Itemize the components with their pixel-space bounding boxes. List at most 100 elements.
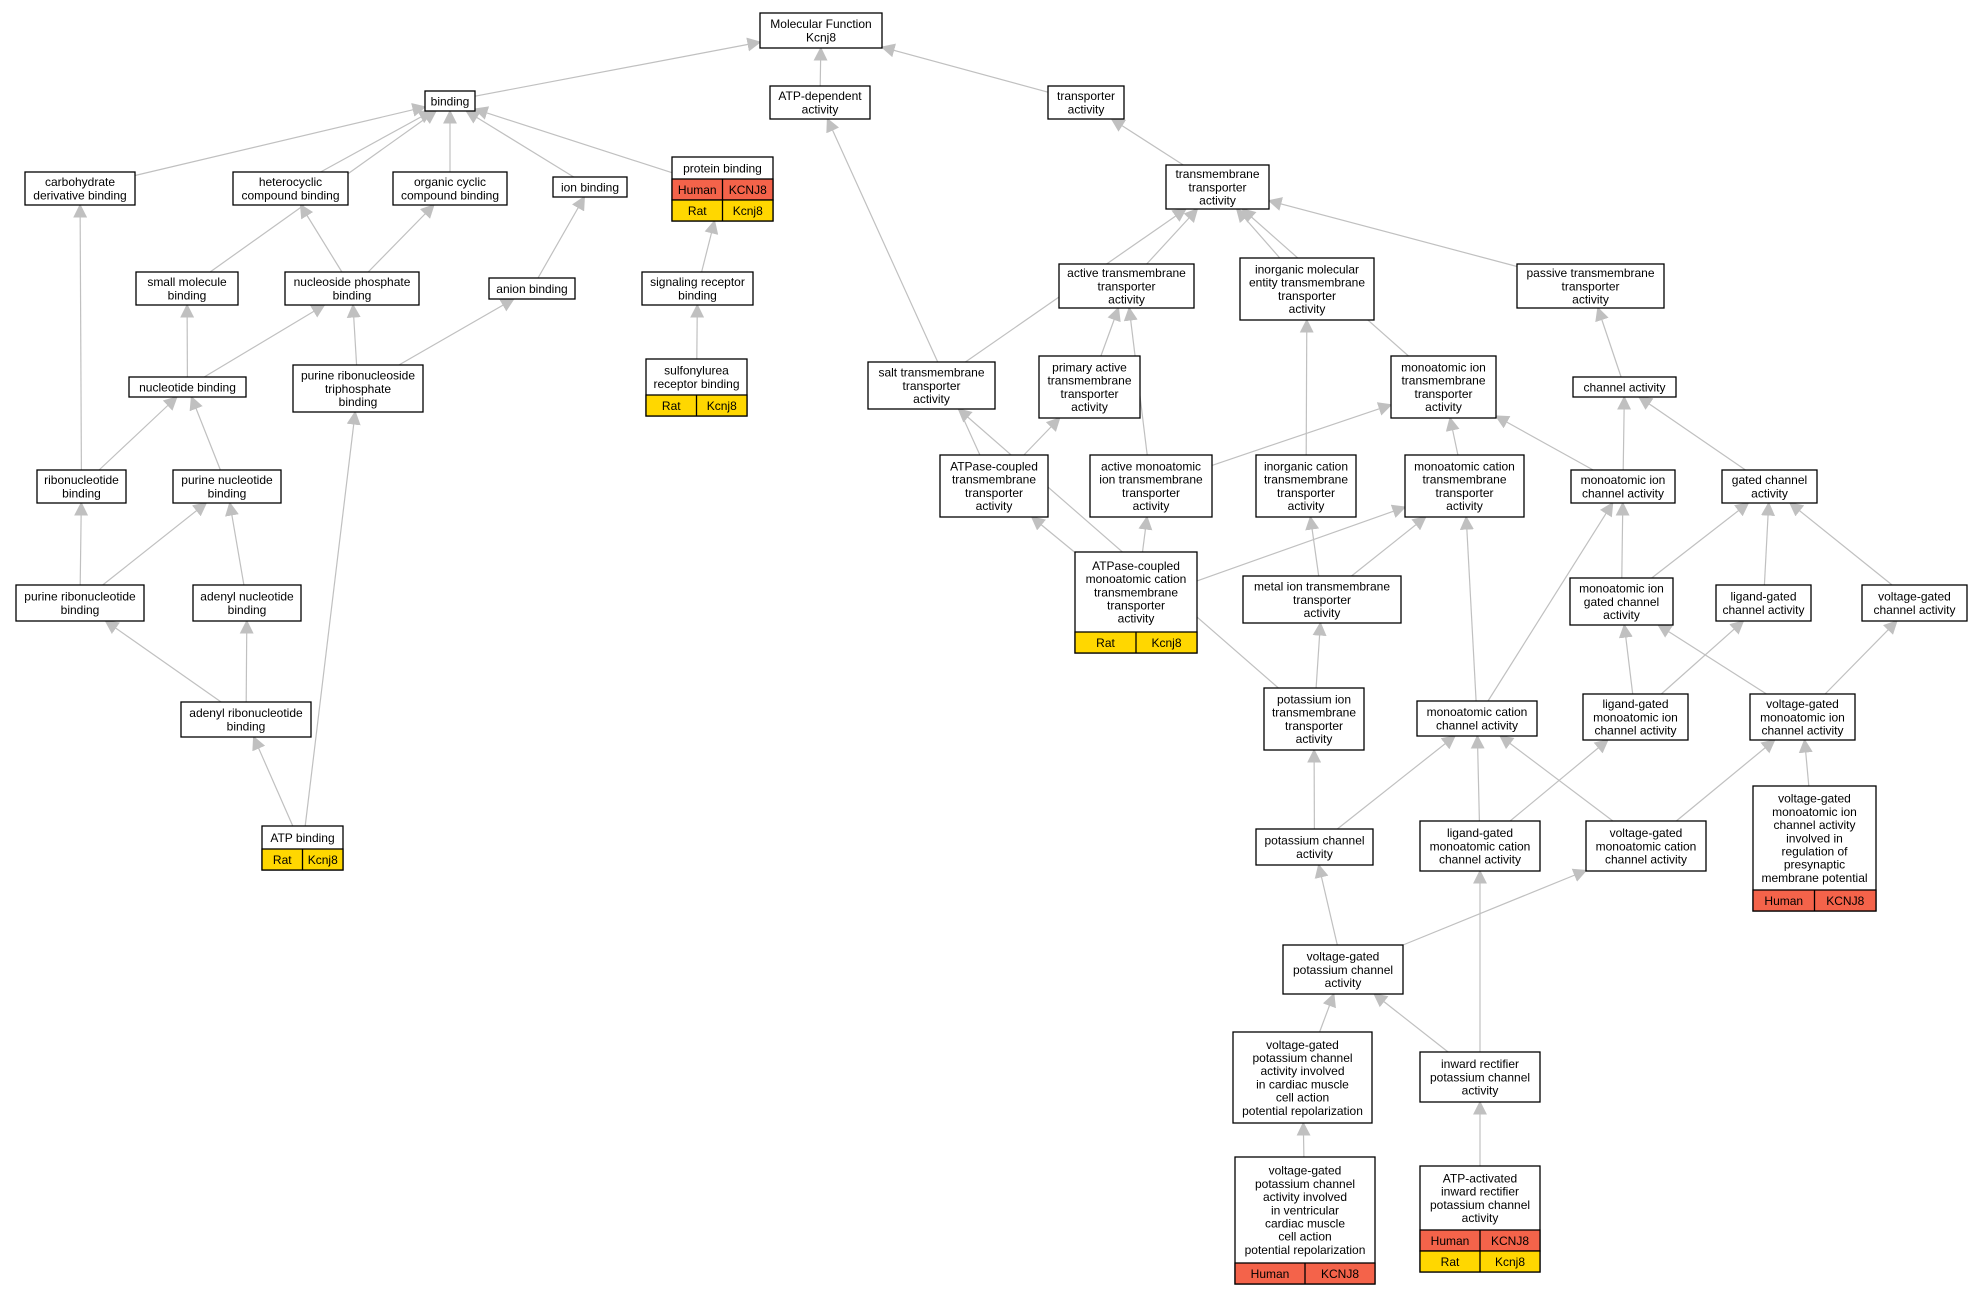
node-metalion[interactable]: metal ion transmembranetransporteractivi… xyxy=(1242,575,1402,624)
node-label-line: carbohydrate xyxy=(45,175,115,189)
node-label-line: active transmembrane xyxy=(1067,266,1186,280)
gene-symbol: Kcnj8 xyxy=(733,204,763,218)
species-name: Rat xyxy=(1096,636,1115,650)
node-ion[interactable]: ion binding xyxy=(552,176,628,198)
node-label-line: potential repolarization xyxy=(1242,1104,1363,1118)
node-inorgcation[interactable]: inorganic cationtransmembranetransporter… xyxy=(1255,454,1357,518)
node-label-line: transporter xyxy=(1414,387,1472,401)
node-label-line: cardiac muscle xyxy=(1265,1217,1345,1231)
edge-purribonuc-to-purinenuc xyxy=(102,502,208,586)
node-channel[interactable]: channel activity xyxy=(1572,376,1677,398)
node-label-line: monoatomic cation xyxy=(1427,705,1528,719)
gene-symbol: KCNJ8 xyxy=(1491,1234,1529,1248)
node-label-line: Kcnj8 xyxy=(806,30,836,44)
edge-ribonuc-to-nucleotide xyxy=(98,396,178,471)
node-label-line: transmembrane xyxy=(952,473,1036,487)
node-label-line: channel activity xyxy=(1605,853,1687,867)
node-monocationtmt[interactable]: monoatomic cationtransmembranetransporte… xyxy=(1404,454,1525,518)
node-label-line: binding xyxy=(339,395,378,409)
node-box xyxy=(1569,577,1674,626)
node-label-line: ATPase-coupled xyxy=(1092,559,1180,573)
node-binding[interactable]: binding xyxy=(424,90,476,112)
node-label-line: receptor binding xyxy=(653,377,739,391)
node-label-line: transporter xyxy=(1435,486,1493,500)
edge-potchan-to-monocationchan xyxy=(1336,735,1456,830)
node-label-line: inorganic molecular xyxy=(1255,263,1359,277)
node-box xyxy=(1239,257,1375,321)
node-anion[interactable]: anion binding xyxy=(488,277,576,300)
node-label-line: purine nucleotide xyxy=(181,473,273,487)
node-box xyxy=(192,584,302,622)
node-nucleotide[interactable]: nucleotide binding xyxy=(128,376,247,398)
edge-voltcardiac-to-voltpot xyxy=(1319,992,1336,1033)
node-monoiontmt[interactable]: monoatomic iontransmembranetransporterac… xyxy=(1390,355,1497,419)
node-box xyxy=(1165,164,1270,210)
node-label-line: purine ribonucleoside xyxy=(301,369,415,383)
node-box xyxy=(939,454,1049,518)
edge-atpdep-to-mf xyxy=(813,46,828,87)
node-atpasecoupled[interactable]: ATPase-coupledtransmembranetransporterac… xyxy=(939,454,1049,518)
gene-symbol: Kcnj8 xyxy=(308,853,338,867)
edge-monoionchan-to-monoiontmt xyxy=(1494,415,1594,471)
species-name: Human xyxy=(1251,1267,1290,1281)
node-label-line: activity xyxy=(1289,302,1326,316)
species-name: Rat xyxy=(1441,1255,1460,1269)
node-box xyxy=(1255,828,1374,866)
edge-voltmonocation-to-voltmonoion xyxy=(1675,739,1776,822)
node-label-line: activity xyxy=(1133,499,1170,513)
node-potassiumtmt[interactable]: potassium iontransmembranetransporteract… xyxy=(1263,687,1365,751)
edge-voltpot-to-voltmonocation xyxy=(1402,868,1588,946)
node-label-line: transporter xyxy=(1285,719,1343,733)
edge-monoiongated-to-monoionchan xyxy=(1615,501,1630,579)
node-primactive[interactable]: primary activetransmembranetransporterac… xyxy=(1038,355,1141,419)
species-name: Human xyxy=(678,183,717,197)
node-label-line: channel activity xyxy=(1436,718,1518,732)
edge-activemono-to-monoiontmt xyxy=(1211,402,1393,466)
edge-sulfonyl-to-sigrec xyxy=(690,303,705,360)
node-label-line: monoatomic cation xyxy=(1430,839,1531,853)
node-label-line: salt transmembrane xyxy=(878,366,984,380)
